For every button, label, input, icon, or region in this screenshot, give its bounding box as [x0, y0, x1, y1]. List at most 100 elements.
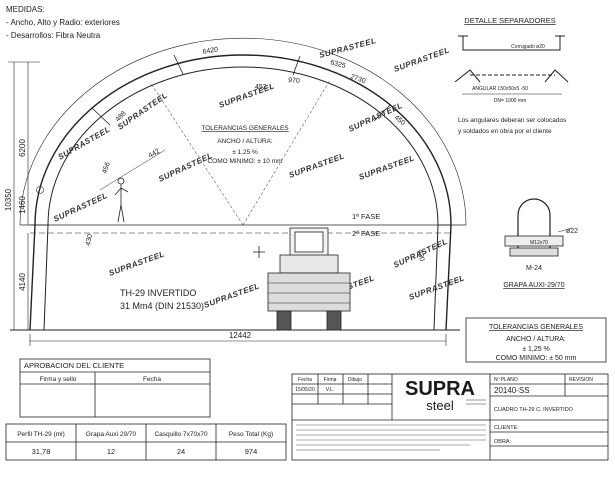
separator-bar: [462, 36, 561, 51]
radius-line-small: [99, 149, 166, 191]
figure-arm-right: [120, 187, 129, 193]
width-dim-label: 12442: [229, 331, 252, 340]
arch-frame: [19, 37, 467, 331]
clamp-detail: [504, 198, 573, 257]
watermark: SUPRASTEEL: [318, 36, 377, 60]
height-total-label: 10350: [4, 188, 13, 211]
center-tolerances: TOLERANCIAS GENERALES ANCHO / ALTURA: ± …: [201, 125, 289, 165]
suprasteel-logo: SUPRA steel: [405, 378, 486, 413]
figure-leg-left: [117, 204, 122, 223]
fine-print: [296, 424, 486, 451]
human-figure: [114, 177, 129, 223]
joint-right-upper: [373, 104, 391, 122]
right-tol-title: TOLERANCIAS GENERALES: [489, 324, 583, 331]
label-a1: 2730: [349, 73, 366, 85]
parts-header-3: Casquillo 7x70x70: [154, 431, 208, 438]
parts-value-3: 24: [177, 447, 185, 456]
approval-col-sign: Firma y sello: [40, 376, 77, 383]
clamp-plate: [504, 235, 564, 247]
tb-plan-number: 20140-SS: [494, 386, 530, 395]
loader-wheel-left: [276, 310, 292, 331]
watermark: SUPRASTEEL: [358, 153, 416, 182]
parts-table: [5, 423, 287, 461]
center-tol-title: TOLERANCIAS GENERALES: [201, 125, 289, 132]
height-mid-label: 1460: [18, 196, 27, 214]
label-s3: 430: [85, 234, 94, 247]
tb-drawing-title: CUADRO TH-29 C. INVERTIDO: [494, 407, 574, 413]
watermark: SUPRASTEEL: [116, 91, 169, 132]
tb-header-fecha: Fecha: [298, 377, 312, 383]
separator-note-1: Los angulares deberan ser colocados: [458, 117, 567, 124]
separator-label-1: Corrugado ø20: [511, 44, 545, 50]
center-tol-line2: ± 1,25 %: [232, 149, 258, 156]
notes-title: MEDIDAS:: [6, 5, 45, 14]
height-dimensions: 10350 6200 1460 4140: [4, 61, 44, 330]
logo-steel: steel: [426, 398, 454, 413]
loader-window: [294, 231, 324, 253]
right-tolerances: TOLERANCIAS GENERALES ANCHO / ALTURA: ± …: [465, 317, 607, 363]
right-tol-box: [465, 317, 607, 363]
label-s4: 430: [416, 249, 425, 262]
joint-left-upper: [91, 107, 111, 126]
label-r1: 6420: [202, 46, 219, 56]
clamp-part: M12x70: [530, 240, 548, 246]
separator-label-3: DN= 1000 mm: [494, 98, 526, 104]
width-dimension: 12442: [29, 331, 447, 346]
title-block-frame: [291, 373, 609, 461]
parts-header-2: Grapa Auxi 29/70: [86, 431, 137, 438]
approval-title: APROBACION DEL CLIENTE: [24, 361, 124, 370]
tb-header-dibujo: Dibujo: [348, 377, 362, 383]
height-upper-label: 6200: [18, 139, 27, 157]
watermark: SUPRASTEEL: [393, 45, 451, 74]
height-dim-node: [36, 186, 44, 194]
right-tol-line3: COMO MINIMO: ± 50 mm: [496, 355, 577, 362]
watermark: SUPRASTEEL: [392, 237, 449, 270]
label-a2: 970: [288, 77, 300, 85]
tb-date: 15/05/20: [295, 387, 315, 393]
title-block: [291, 373, 609, 461]
separator-detail: DETALLE SEPARADORES Corrugado ø20 ANGULA…: [454, 16, 569, 135]
height-lower-label: 4140: [18, 273, 27, 291]
watermark: SUPRASTEEL: [108, 249, 166, 278]
loader-body: [279, 254, 339, 274]
watermark: SUPRASTEEL: [218, 81, 276, 110]
center-tol-line3: COMO MINIMO: ± 10 mm: [207, 158, 282, 165]
tb-cliente: CLIENTE:: [494, 425, 519, 431]
figure-arm-left: [114, 187, 122, 196]
watermark: SUPRASTEEL: [157, 151, 214, 184]
label-a4: 442: [148, 148, 162, 160]
profile-line-1: TH-29 INVERTIDO: [120, 288, 196, 298]
watermarks: SUPRASTEEL SUPRASTEEL SUPRASTEEL SUPRAST…: [52, 36, 466, 310]
label-r2: 6325: [329, 59, 346, 70]
clamp-size: M-24: [526, 265, 542, 272]
label-s1: 452: [255, 84, 267, 91]
arch-inner: [43, 66, 439, 331]
parts-value-4: 974: [245, 447, 258, 456]
approval-frame: [19, 358, 211, 418]
joint-right-top: [292, 55, 301, 76]
separator-angulars: [454, 69, 569, 83]
parts-value-1: 31,78: [32, 447, 51, 456]
tb-initials: V.L.: [326, 387, 334, 393]
phase-lines: [10, 224, 460, 331]
clamp-leader: [557, 227, 573, 233]
joint-left-top: [173, 54, 184, 75]
logo-supra: SUPRA: [405, 378, 475, 400]
watermark: SUPRASTEEL: [288, 151, 346, 180]
clamp-base: [509, 247, 559, 257]
center-tol-line1: ANCHO / ALTURA:: [217, 138, 273, 145]
notes-line-1: - Ancho, Alto y Radio: exteriores: [6, 18, 120, 27]
watermark: SUPRASTEEL: [408, 273, 466, 302]
right-tol-line1: ANCHO / ALTURA:: [506, 336, 566, 343]
phase-2-label: 2ª FASE: [352, 229, 380, 238]
clamp-dia: ø22: [566, 228, 578, 235]
radius-line-left: [149, 81, 244, 226]
clamp-title: GRAPA AUXI-29/70: [503, 282, 564, 289]
tb-plan-label: Nº PLANO: [494, 377, 518, 383]
clamp-u-bolt: [517, 198, 551, 248]
parts-header-1: Perfil TH-29 (ml): [17, 431, 65, 438]
measurement-notes: MEDIDAS: - Ancho, Alto y Radio: exterior…: [6, 5, 120, 40]
arch-outer: [29, 54, 452, 331]
tb-revision-label: REVISION: [569, 377, 593, 383]
parts-header-4: Peso Total (Kg): [229, 431, 273, 438]
